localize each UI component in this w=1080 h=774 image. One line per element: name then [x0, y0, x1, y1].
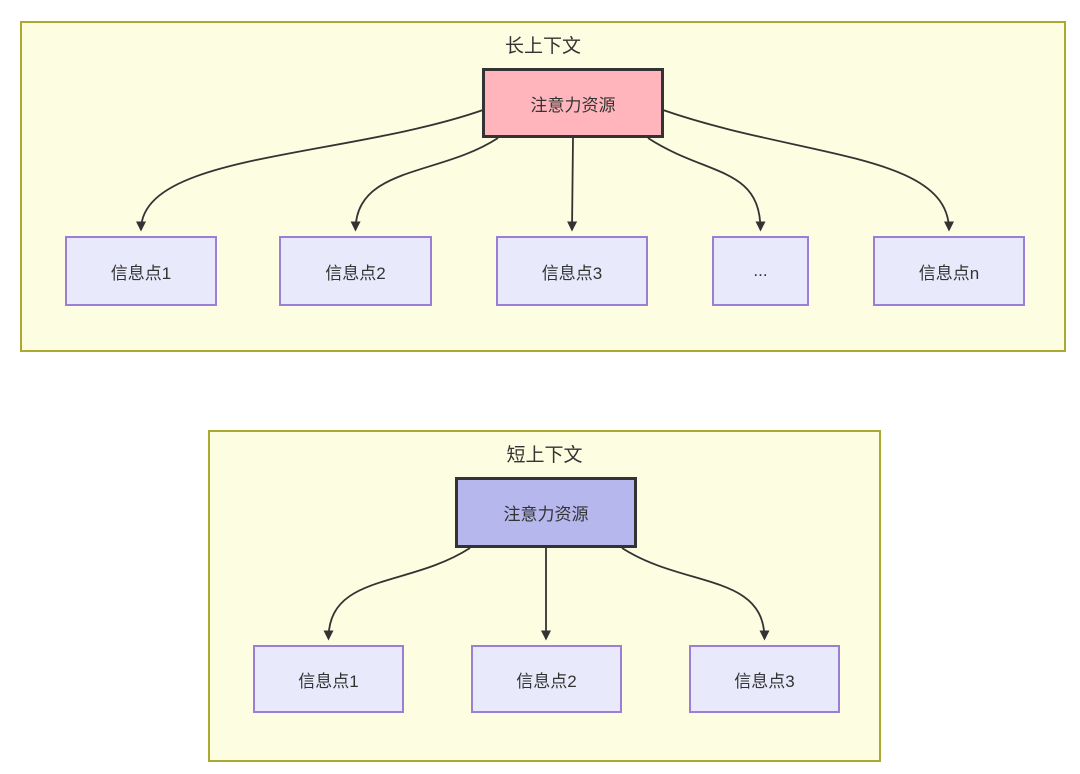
short-info-node-2: 信息点2 [471, 645, 622, 713]
long-info-node-1: 信息点1 [65, 236, 217, 306]
long-context-title: 长上下文 [504, 36, 581, 57]
short-attention-resource-node: 注意力资源 [455, 477, 637, 548]
short-info-node-3: 信息点3 [689, 645, 840, 713]
long-attention-resource-node: 注意力资源 [482, 68, 664, 138]
long-info-node-n: 信息点n [873, 236, 1025, 306]
long-info-node-2: 信息点2 [279, 236, 432, 306]
short-context-title: 短上下文 [506, 445, 583, 466]
short-info-node-1: 信息点1 [253, 645, 404, 713]
long-info-node-ellipsis: ... [712, 236, 809, 306]
long-info-node-3: 信息点3 [496, 236, 648, 306]
